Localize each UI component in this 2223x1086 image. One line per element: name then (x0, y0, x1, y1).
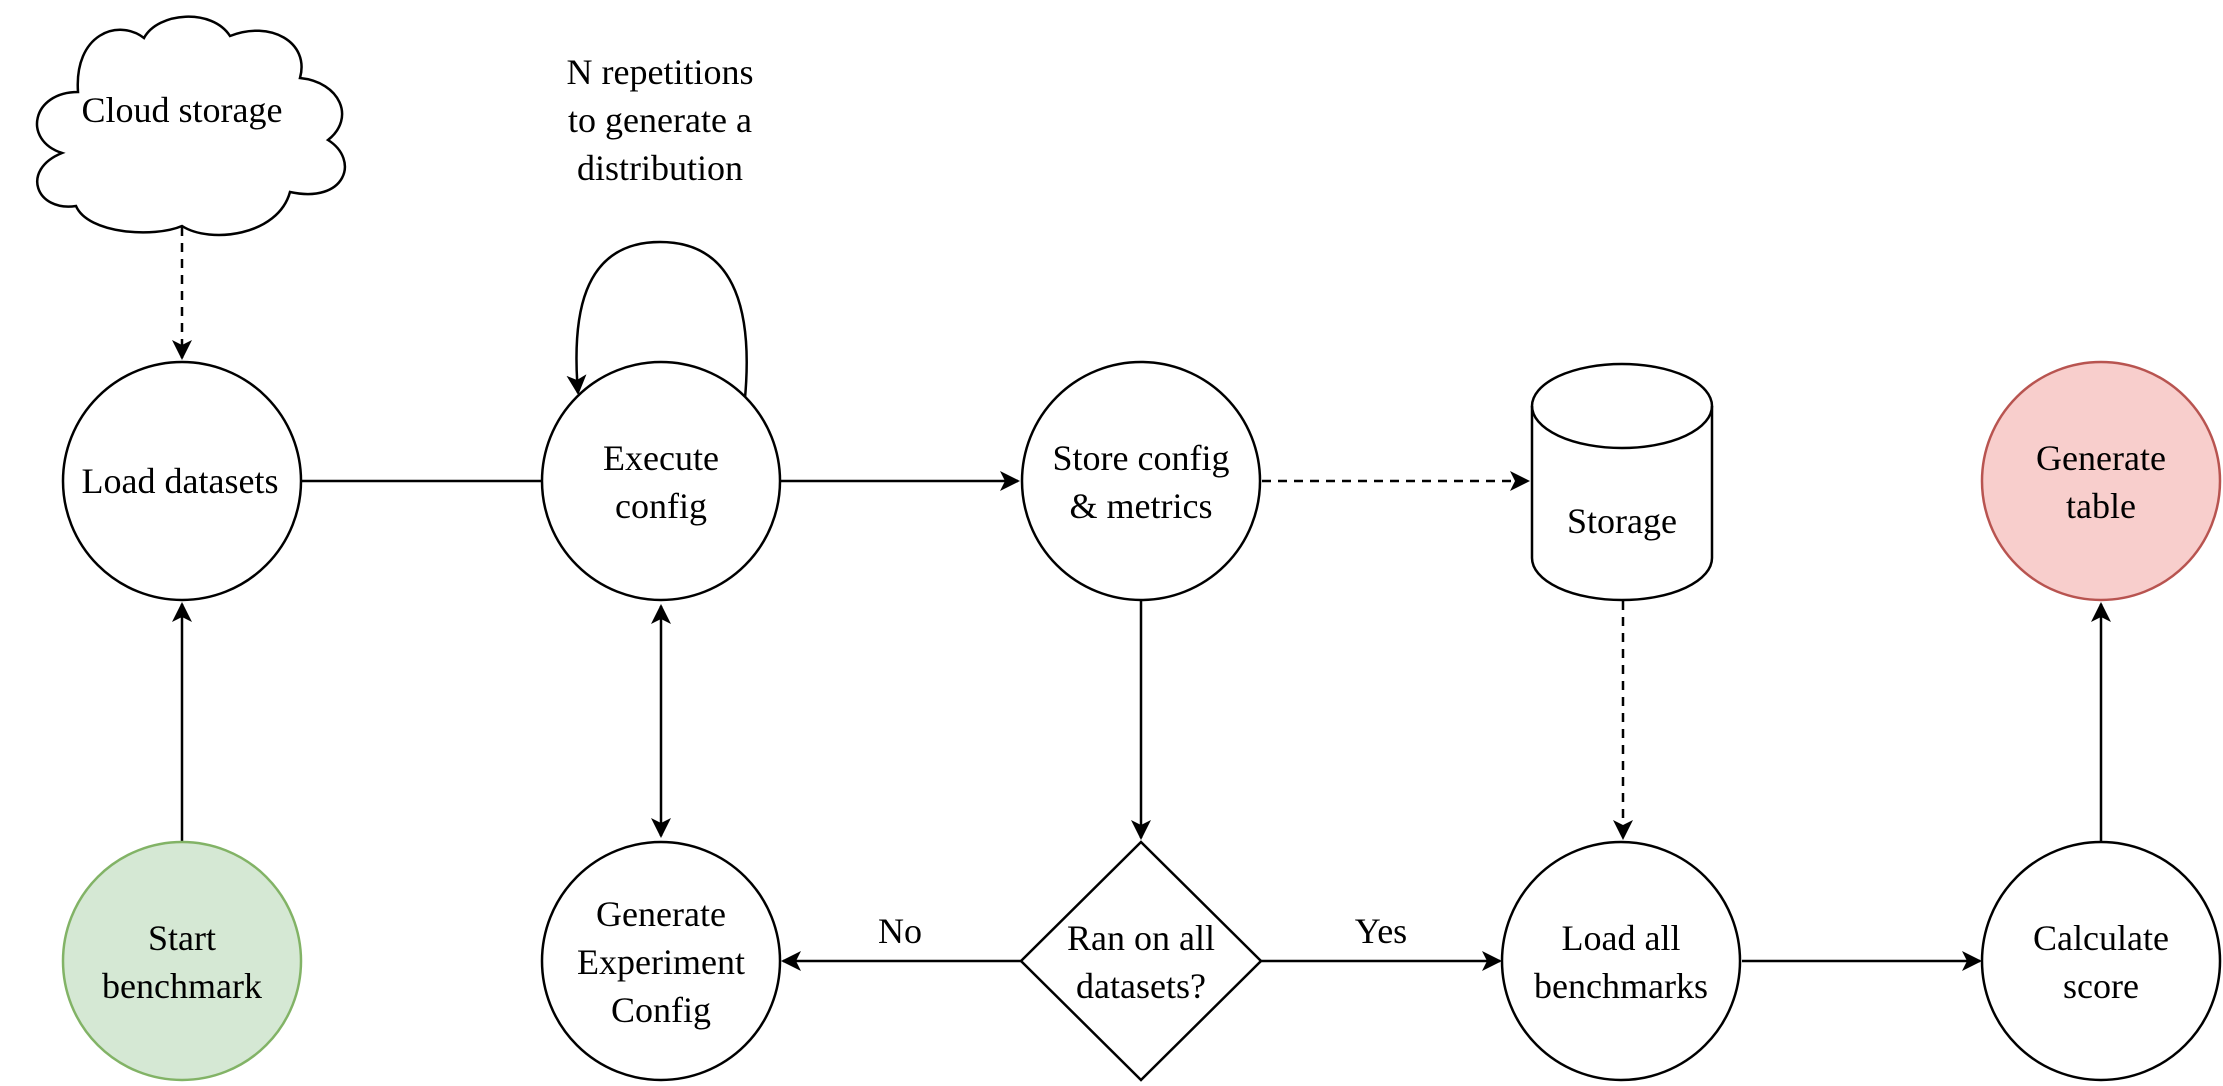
generate-table-label-line-1: Generate (2036, 438, 2166, 478)
generate-experiment-config-node: Generate Experiment Config (540, 840, 782, 1082)
edges (172, 227, 2111, 971)
generate-table-circle (1980, 360, 2222, 602)
load-all-benchmarks-label-line-1: Load all (1562, 918, 1681, 958)
store-config-metrics-node: Store config & metrics (1020, 360, 1262, 602)
generate-table-label-line-2: table (2066, 486, 2136, 526)
decision-diamond (1019, 840, 1263, 1082)
ran-on-all-datasets-decision: Ran on all datasets? (1019, 840, 1263, 1082)
edge-execute-config-self-loop (566, 240, 748, 399)
load-datasets-label: Load datasets (82, 461, 279, 501)
generate-experiment-config-circle (540, 840, 782, 1082)
start-benchmark-label-line-2: benchmark (102, 966, 262, 1006)
execute-config-node: Execute config (540, 360, 782, 602)
start-benchmark-node: Start benchmark (61, 840, 303, 1082)
execute-config-label-line-2: config (615, 486, 707, 526)
execute-config-label-line-1: Execute (603, 438, 719, 478)
store-config-metrics-label-line-2: & metrics (1070, 486, 1213, 526)
load-all-benchmarks-circle (1500, 840, 1742, 1082)
cloud-storage-node: Cloud storage (35, 15, 347, 237)
edge-label-no: No (878, 911, 922, 951)
generate-experiment-config-label-line-1: Generate (596, 894, 726, 934)
calculate-score-circle (1980, 840, 2222, 1082)
edge-label-yes: Yes (1355, 911, 1407, 951)
start-benchmark-circle (61, 840, 303, 1082)
calculate-score-label-line-1: Calculate (2033, 918, 2169, 958)
generate-table-node: Generate table (1980, 360, 2222, 602)
load-datasets-node: Load datasets (61, 360, 303, 602)
start-benchmark-label-line-1: Start (148, 918, 216, 958)
storage-cylinder-rim (1530, 405, 1714, 450)
decision-label-line-2: datasets? (1076, 966, 1206, 1006)
storage-label: Storage (1567, 501, 1677, 541)
repetitions-note-line-1: N repetitions (567, 52, 754, 92)
decision-label-line-1: Ran on all (1067, 918, 1215, 958)
cloud-shape (35, 15, 347, 237)
load-datasets-circle (61, 360, 303, 602)
execute-config-circle (540, 360, 782, 602)
storage-node: Storage (1530, 362, 1714, 602)
store-config-metrics-label-line-1: Store config (1053, 438, 1230, 478)
load-all-benchmarks-label-line-2: benchmarks (1534, 966, 1708, 1006)
generate-experiment-config-label-line-3: Config (611, 990, 711, 1030)
repetitions-note: N repetitions to generate a distribution (567, 52, 754, 188)
repetitions-note-line-2: to generate a (568, 100, 752, 140)
calculate-score-node: Calculate score (1980, 840, 2222, 1082)
generate-experiment-config-label-line-2: Experiment (577, 942, 745, 982)
cloud-storage-label: Cloud storage (82, 90, 283, 130)
storage-cylinder-icon (1530, 362, 1714, 602)
calculate-score-label-line-2: score (2063, 966, 2139, 1006)
load-all-benchmarks-node: Load all benchmarks (1500, 840, 1742, 1082)
store-config-metrics-circle (1020, 360, 1262, 602)
repetitions-note-line-3: distribution (577, 148, 743, 188)
